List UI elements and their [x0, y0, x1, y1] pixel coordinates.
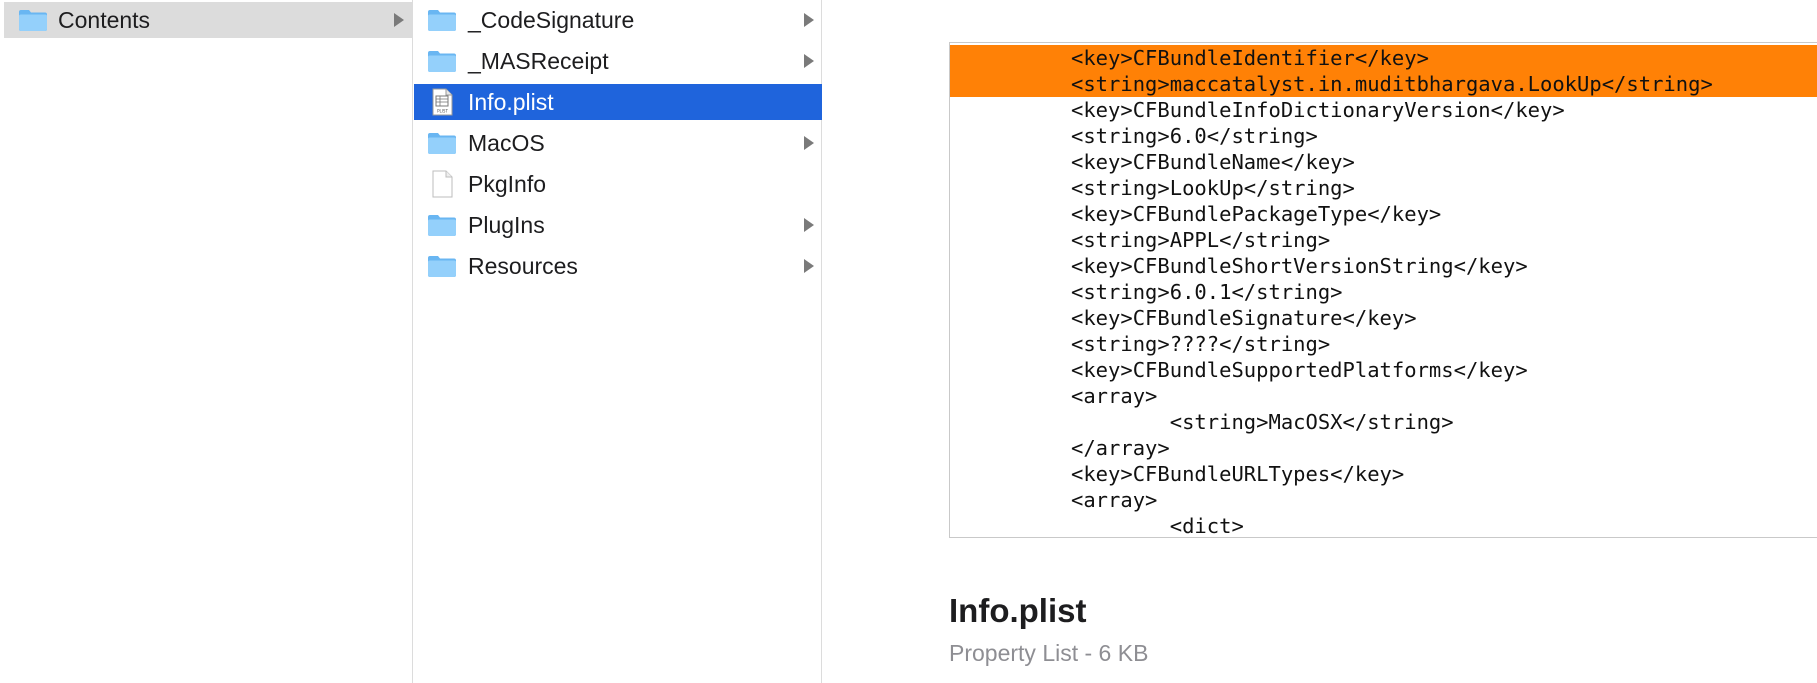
- folder-icon: [426, 48, 458, 74]
- file-row-label: Info.plist: [468, 88, 554, 115]
- code-line: <key>CFBundleName</key>: [1071, 150, 1355, 174]
- svg-text:PLIST: PLIST: [437, 109, 448, 114]
- file-row-label: Contents: [58, 6, 151, 33]
- code-line: <key>CFBundleSupportedPlatforms</key>: [1071, 358, 1528, 382]
- code-line: <array>: [1071, 488, 1158, 512]
- file-row-contents[interactable]: Contents: [4, 2, 412, 38]
- code-line: <key>CFBundleShortVersionString</key>: [1071, 254, 1528, 278]
- code-line: <key>CFBundlePackageType</key>: [1071, 202, 1442, 226]
- document-icon: [426, 170, 458, 198]
- disclosure-arrow-icon: [386, 13, 412, 27]
- file-row-resources[interactable]: Resources: [414, 248, 822, 284]
- plist-preview[interactable]: <key>CFBundleIdentifier</key><string>mac…: [949, 42, 1817, 538]
- disclosure-arrow-icon: [796, 136, 822, 150]
- file-row-plugins[interactable]: PlugIns: [414, 207, 822, 243]
- file-row-label: _MASReceipt: [468, 47, 609, 74]
- code-line: <string>APPL</string>: [1071, 228, 1331, 252]
- code-line: <array>: [1071, 384, 1158, 408]
- folder-icon: [426, 212, 458, 238]
- disclosure-arrow-icon: [796, 13, 822, 27]
- file-row-masreceipt[interactable]: _MASReceipt: [414, 43, 822, 79]
- file-row-codesignature[interactable]: _CodeSignature: [414, 2, 822, 38]
- plist-file-icon: PLIST: [426, 88, 458, 116]
- code-line: </array>: [1071, 436, 1170, 460]
- code-line: <string>maccatalyst.in.muditbhargava.Loo…: [950, 71, 1817, 97]
- file-row-label: MacOS: [468, 129, 545, 156]
- file-row-label: PlugIns: [468, 211, 545, 238]
- code-line: <string>MacOSX</string>: [1071, 410, 1454, 434]
- file-row-macos[interactable]: MacOS: [414, 125, 822, 161]
- code-line: <key>CFBundleURLTypes</key>: [1071, 462, 1405, 486]
- file-row-info-plist[interactable]: PLIST Info.plist: [414, 84, 822, 120]
- code-line: <key>CFBundleSignature</key>: [1071, 306, 1417, 330]
- file-name-title: Info.plist: [949, 592, 1087, 629]
- code-line: <string>6.0</string>: [1071, 124, 1318, 148]
- code-line: <key>CFBundleInfoDictionaryVersion</key>: [1071, 98, 1565, 122]
- file-row-label: Resources: [468, 252, 578, 279]
- file-row-pkginfo[interactable]: PkgInfo: [414, 166, 822, 202]
- disclosure-arrow-icon: [796, 54, 822, 68]
- folder-icon: [426, 130, 458, 156]
- code-line: <dict>: [1071, 514, 1244, 538]
- disclosure-arrow-icon: [796, 218, 822, 232]
- code-line: <string>LookUp</string>: [1071, 176, 1355, 200]
- file-info: Property List - 6 KB: [949, 640, 1149, 666]
- code-line: <key>CFBundleIdentifier</key>: [950, 45, 1817, 71]
- code-line: <string>????</string>: [1071, 332, 1331, 356]
- column-browser-pane-1: Contents: [0, 0, 413, 683]
- file-row-label: PkgInfo: [468, 170, 546, 197]
- code-line: <string>6.0.1</string>: [1071, 280, 1343, 304]
- folder-icon: [426, 253, 458, 279]
- disclosure-arrow-icon: [796, 259, 822, 273]
- plist-code: <key>CFBundleIdentifier</key><string>mac…: [950, 45, 1817, 538]
- folder-icon: [17, 7, 49, 33]
- folder-icon: [426, 7, 458, 33]
- file-row-label: _CodeSignature: [468, 6, 635, 33]
